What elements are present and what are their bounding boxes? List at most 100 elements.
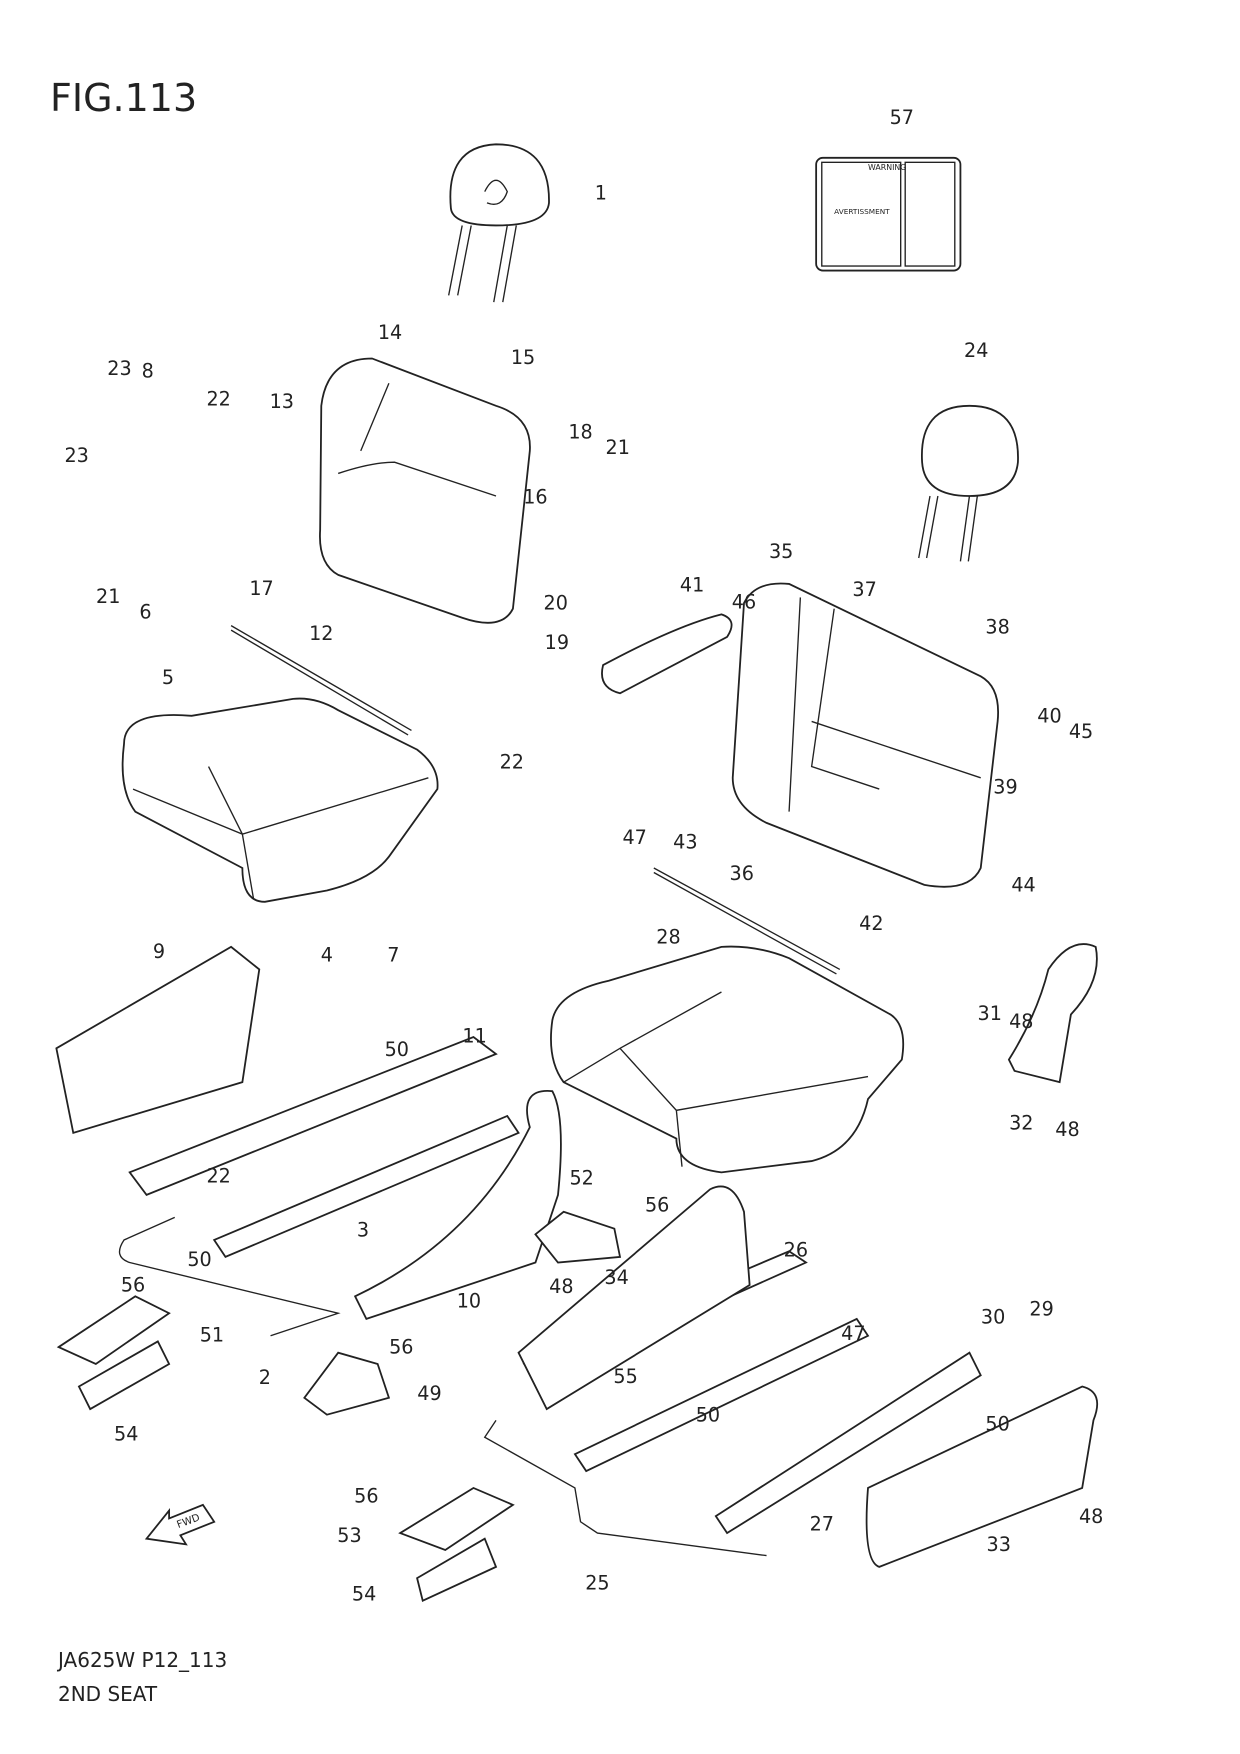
part-number-label: 15	[511, 346, 535, 369]
part-number-label: 32	[1009, 1111, 1033, 1134]
seat-cover-10	[353, 1090, 562, 1320]
seat-rail-right-lower	[573, 1317, 870, 1473]
part-number-label: 54	[352, 1583, 376, 1606]
part-number-label: 1	[595, 181, 607, 204]
part-number-label: 10	[457, 1289, 481, 1312]
part-number-label: 46	[732, 591, 756, 614]
part-number-label: 25	[585, 1571, 609, 1594]
part-number-label: 11	[462, 1025, 486, 1048]
part-number-label: 21	[96, 585, 120, 608]
part-number-label: 4	[321, 943, 333, 966]
part-number-label: 55	[613, 1365, 637, 1388]
cover-51	[56, 1295, 171, 1366]
part-number-label: 6	[139, 601, 151, 624]
seat-cushion-left	[121, 697, 439, 903]
part-number-label: 21	[606, 436, 630, 459]
cover-53	[398, 1486, 515, 1551]
part-number-label: 56	[121, 1274, 145, 1297]
part-number-label: 8	[142, 359, 154, 382]
part-number-label: 7	[387, 943, 399, 966]
seat-rail-left-lower	[212, 1114, 520, 1259]
avertissment-heading: AVERTISSMENT	[834, 207, 890, 216]
seat-rail-right-27	[714, 1351, 982, 1535]
part-number-label: 26	[784, 1239, 808, 1262]
figure-code: JA625W P12_113	[58, 1648, 228, 1672]
part-number-label: 47	[622, 826, 646, 849]
part-number-label: 40	[1037, 704, 1061, 727]
part-number-label: 17	[249, 577, 273, 600]
part-number-label: 2	[259, 1366, 271, 1389]
seatback-left	[319, 357, 531, 624]
part-number-label: 43	[673, 831, 697, 854]
part-number-label: 38	[985, 615, 1009, 638]
part-number-label: 56	[645, 1194, 669, 1217]
part-number-label: 30	[981, 1305, 1005, 1328]
figure-name: 2ND SEAT	[58, 1682, 158, 1706]
part-number-label: 51	[200, 1323, 224, 1346]
part-number-label: 52	[569, 1167, 593, 1190]
seat-cover-33	[865, 1385, 1099, 1568]
part-number-label: 49	[417, 1382, 441, 1405]
side-panel-left	[55, 945, 261, 1135]
part-number-label: 44	[1011, 874, 1035, 897]
part-number-label: 22	[500, 751, 524, 774]
part-number-label: 50	[385, 1038, 409, 1061]
part-number-label: 53	[337, 1524, 361, 1547]
part-number-label: 12	[309, 622, 333, 645]
part-number-label: 45	[1069, 720, 1093, 743]
bracket-54-lower	[416, 1537, 498, 1602]
part-number-label: 29	[1029, 1297, 1053, 1320]
part-number-label: 19	[545, 631, 569, 654]
part-number-label: 31	[978, 1002, 1002, 1025]
armrest	[601, 613, 733, 695]
part-number-label: 48	[1079, 1505, 1103, 1528]
fwd-arrow-icon: FWD	[144, 1503, 216, 1546]
part-number-label: 18	[568, 420, 592, 443]
part-number-label: 50	[985, 1412, 1009, 1435]
headrest-right	[918, 404, 1019, 562]
part-number-label: 39	[993, 775, 1017, 798]
headrest-left	[447, 143, 550, 303]
part-number-label: 54	[114, 1422, 138, 1445]
part-number-label: 37	[852, 578, 876, 601]
seat-rail-left	[128, 1036, 498, 1196]
cover-32	[1007, 943, 1098, 1084]
part-number-label: 36	[730, 862, 754, 885]
seat-cushion-right	[550, 945, 905, 1174]
part-number-label: 57	[890, 106, 914, 129]
part-number-label: 48	[1009, 1010, 1033, 1033]
part-number-label: 22	[207, 388, 231, 411]
part-number-label: 3	[357, 1218, 369, 1241]
part-number-label: 50	[696, 1403, 720, 1426]
part-number-label: 27	[810, 1513, 834, 1536]
part-number-label: 48	[549, 1275, 573, 1298]
cover-49	[303, 1351, 391, 1416]
part-number-label: 56	[354, 1484, 378, 1507]
part-number-label: 9	[153, 940, 165, 963]
part-number-label: 34	[604, 1266, 628, 1289]
part-number-label: 16	[523, 486, 547, 509]
part-number-label: 48	[1055, 1118, 1079, 1141]
part-number-label: 42	[859, 912, 883, 935]
part-number-label: 33	[987, 1533, 1011, 1556]
part-number-label: 24	[964, 339, 988, 362]
part-number-label: 50	[187, 1248, 211, 1271]
warning-label: WARNING AVERTISSMENT	[815, 156, 962, 272]
part-number-label: 23	[107, 357, 131, 380]
wire-2	[118, 1216, 341, 1337]
part-number-label: 47	[841, 1322, 865, 1345]
part-number-label: 5	[162, 666, 174, 689]
seatback-right	[731, 582, 1000, 888]
part-number-label: 14	[378, 321, 402, 344]
cover-52	[534, 1210, 622, 1264]
part-number-label: 20	[544, 592, 568, 615]
part-number-label: 35	[769, 540, 793, 563]
warning-heading: WARNING	[868, 163, 906, 172]
part-number-label: 56	[389, 1336, 413, 1359]
part-number-label: 13	[270, 390, 294, 413]
part-number-label: 22	[207, 1164, 231, 1187]
part-number-label: 41	[680, 574, 704, 597]
part-number-label: 23	[64, 444, 88, 467]
wire-25	[483, 1419, 767, 1557]
